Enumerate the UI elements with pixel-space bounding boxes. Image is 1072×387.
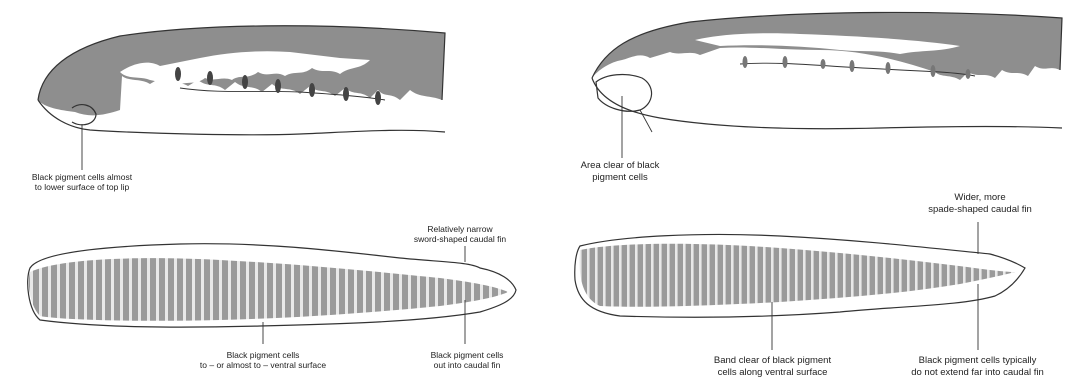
left-head-label-line2: to lower surface of top lip <box>4 182 160 192</box>
right-tail-fin-label: Wider, more spade-shaped caudal fin <box>900 192 1060 216</box>
right-tail-ventral-label-line1: Band clear of black pigment <box>685 355 860 367</box>
right-head-label: Area clear of black pigment cells <box>560 160 680 184</box>
right-tail-fin-label-line1: Wider, more <box>900 192 1060 204</box>
right-head-label-line1: Area clear of black <box>560 160 680 172</box>
left-tail-fin-pigment-label: Black pigment cells out into caudal fin <box>412 350 522 370</box>
left-tail-illustration <box>28 244 516 344</box>
left-head-illustration <box>38 26 445 170</box>
left-tail-fin-pigment-label-line1: Black pigment cells <box>412 350 522 360</box>
right-head-illustration <box>592 12 1062 158</box>
right-tail-fin-pigment-label: Black pigment cells typically do not ext… <box>885 355 1070 379</box>
right-tail-ventral-label-line2: cells along ventral surface <box>685 367 860 379</box>
left-head-label: Black pigment cells almost to lower surf… <box>4 172 160 192</box>
left-tail-fin-label: Relatively narrow sword-shaped caudal fi… <box>395 224 525 244</box>
left-head-label-line1: Black pigment cells almost <box>4 172 160 182</box>
left-tail-ventral-label-line2: to – or almost to – ventral surface <box>178 360 348 370</box>
right-head-label-line2: pigment cells <box>560 172 680 184</box>
right-tail-fin-pigment-label-line1: Black pigment cells typically <box>885 355 1070 367</box>
left-tail-ventral-label-line1: Black pigment cells <box>178 350 348 360</box>
left-tail-fin-label-line1: Relatively narrow <box>395 224 525 234</box>
right-tail-fin-pigment-label-line2: do not extend far into caudal fin <box>885 367 1070 379</box>
left-tail-fin-pigment-label-line2: out into caudal fin <box>412 360 522 370</box>
left-tail-ventral-label: Black pigment cells to – or almost to – … <box>178 350 348 370</box>
right-tail-ventral-label: Band clear of black pigment cells along … <box>685 355 860 379</box>
left-tail-fin-label-line2: sword-shaped caudal fin <box>395 234 525 244</box>
right-tail-fin-label-line2: spade-shaped caudal fin <box>900 204 1060 216</box>
right-tail-illustration <box>575 222 1025 350</box>
